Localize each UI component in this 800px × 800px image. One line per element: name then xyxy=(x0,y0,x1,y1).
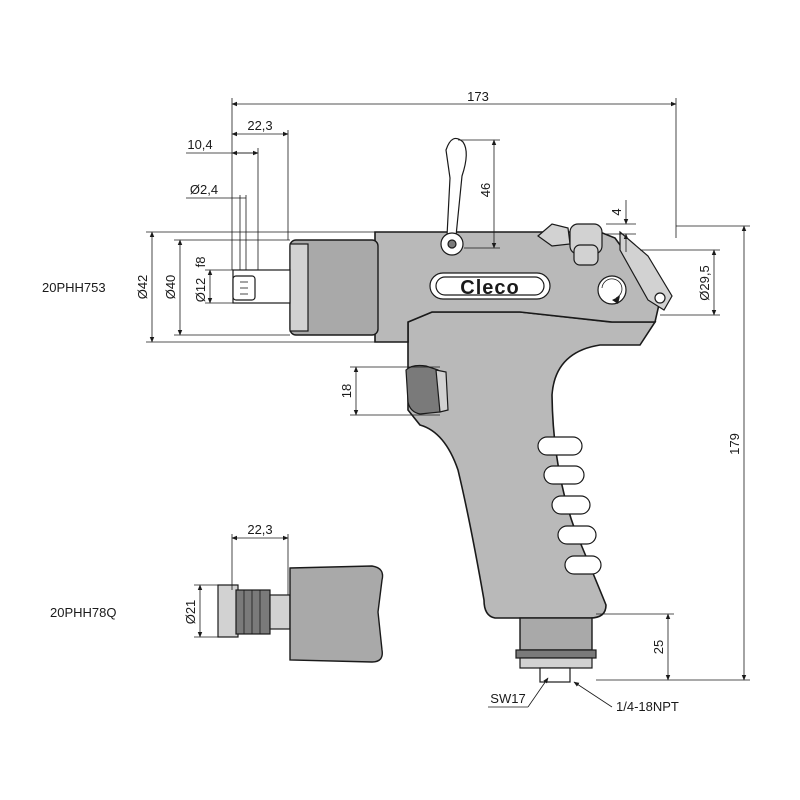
grip-slot-5 xyxy=(564,555,602,575)
dim-trigger-width: 18 xyxy=(339,384,354,398)
air-inlet xyxy=(519,617,593,651)
label-wrench-size: SW17 xyxy=(490,691,525,706)
dim-diameter-42: Ø42 xyxy=(135,275,150,300)
grip-slot-1 xyxy=(537,436,583,456)
rear-button xyxy=(573,244,599,266)
dim-bit-length: 10,4 xyxy=(187,137,212,152)
trigger xyxy=(405,364,441,415)
grip-slot-3 xyxy=(551,495,591,515)
grip-slot-2 xyxy=(543,465,585,485)
inlet-collar xyxy=(519,657,593,669)
tool-body: Cleco xyxy=(232,137,673,683)
nose-ring xyxy=(289,243,309,332)
lever-pivot-pin xyxy=(447,239,457,249)
reverse-arrow-icon xyxy=(601,278,623,299)
leader-npt xyxy=(573,681,613,708)
dim-front-length: 22,3 xyxy=(247,118,272,133)
dim-tolerance-f8: f8 xyxy=(193,257,208,268)
dim-lever-height: 46 xyxy=(478,183,493,197)
dim-top-offset: 4 xyxy=(609,208,624,215)
dim-overall-height: 179 xyxy=(727,433,742,455)
brand-logo: Cleco xyxy=(460,277,519,299)
dim-diameter-40: Ø40 xyxy=(163,275,178,300)
trigger-lever xyxy=(445,137,467,237)
reverse-arrowhead-icon xyxy=(612,296,620,304)
model-label-main: 20PHH753 xyxy=(42,280,106,295)
attachment-collar xyxy=(269,594,291,630)
attachment-knurl xyxy=(235,589,271,635)
hex-nut xyxy=(539,667,571,683)
grip-slot-4 xyxy=(557,525,597,545)
logo-badge-inner xyxy=(435,276,545,296)
dim-bit-diameter: Ø2,4 xyxy=(190,182,218,197)
trigger-guard xyxy=(435,369,449,413)
dim-diameter-29-5: Ø29,5 xyxy=(697,265,712,300)
model-label-attachment: 20PHH78Q xyxy=(50,605,116,620)
attachment-sleeve xyxy=(289,565,384,663)
attachment-body xyxy=(217,565,384,663)
dim-overall-length: 173 xyxy=(467,89,489,104)
inlet-ring xyxy=(515,649,597,659)
leader-sw17 xyxy=(527,677,549,708)
dim-attachment-length: 22,3 xyxy=(247,522,272,537)
hanger-pin xyxy=(654,292,666,304)
dim-attachment-diameter: Ø21 xyxy=(183,600,198,625)
pistol-grip xyxy=(407,311,657,619)
dim-inlet-height: 25 xyxy=(651,640,666,654)
rear-hook xyxy=(537,223,571,247)
hanger-hook xyxy=(619,230,673,311)
dim-diameter-12: Ø12 xyxy=(193,278,208,303)
label-thread: 1/4-18NPT xyxy=(616,699,679,714)
attachment-shank xyxy=(217,584,239,638)
